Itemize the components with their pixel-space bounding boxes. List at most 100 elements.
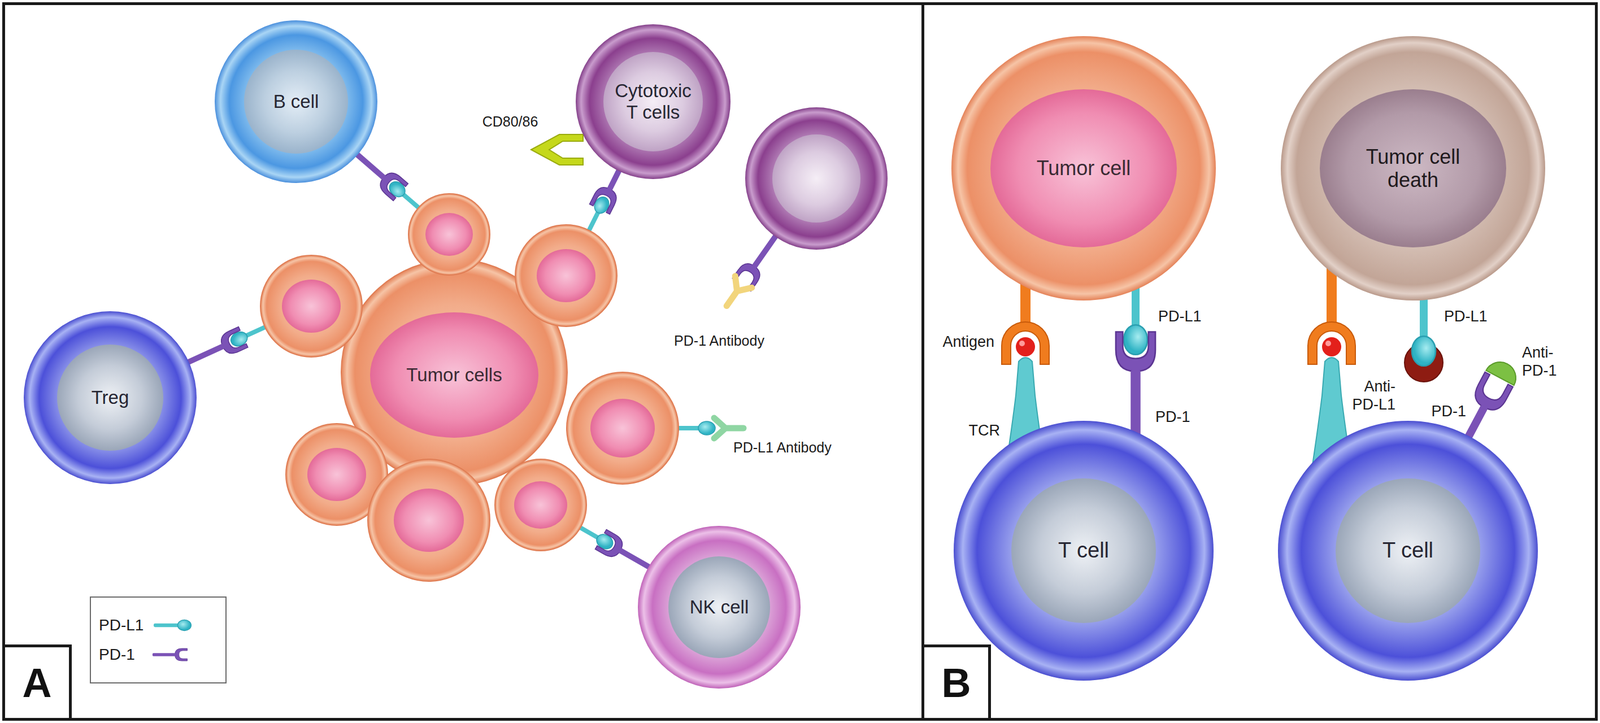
legend-sample: [150, 615, 213, 636]
legend-text: PD-L1: [98, 616, 144, 635]
tumor-bud-nucleus: [536, 249, 596, 303]
legend-text: PD-1: [98, 645, 136, 664]
cell-nucleus: [772, 134, 861, 223]
callout-label: PD-1: [1431, 402, 1467, 421]
cell-nucleus: [1319, 89, 1507, 248]
tumor-bud-nucleus: [590, 398, 655, 458]
tumor-bud-nucleus: [307, 448, 367, 502]
tumor-bud-body: [515, 224, 617, 327]
cell-label: Tumor cell death: [1350, 145, 1476, 193]
tumor-bud-body: [408, 193, 490, 276]
cell-label-group: Tumor cell: [1036, 156, 1132, 180]
cell-label-group: Tumor cell death: [1350, 145, 1476, 193]
pd-l1-antibody: [714, 418, 744, 439]
cell-label-group: T cell: [1382, 538, 1434, 564]
cell-nucleus: [57, 344, 164, 451]
figure-panel: B Tumor cell Tumor cell death T cell T cell: [924, 2, 1598, 721]
cell-nucleus: [244, 49, 349, 154]
panel-letter: B: [941, 662, 972, 704]
tumor-cell: Tumor cells: [369, 311, 539, 439]
tumor-bud: [260, 255, 363, 358]
cell-label-group: B cell: [273, 90, 320, 113]
tumor-bud: [566, 372, 679, 485]
tumor-bud-nucleus: [393, 488, 464, 552]
cell-membrane: [575, 24, 731, 180]
cell-nucleus: [668, 556, 771, 659]
cell-membrane: [214, 20, 378, 184]
callout-label: CD80/86: [482, 112, 539, 130]
cell-label-group: Cytotoxic T cells: [607, 80, 699, 124]
callout-label: Anti- PD-L1: [1343, 377, 1396, 415]
cell-label: Treg: [91, 387, 130, 409]
callout-label: Antigen: [942, 332, 995, 351]
cell-label: B cell: [273, 90, 320, 113]
cell-nucleus: [1011, 478, 1156, 624]
tumor-cluster: [260, 193, 679, 582]
tumor-bud-body: [566, 372, 679, 485]
callout-label: PD-L1 Antibody: [733, 438, 832, 456]
second-cytotoxic-t-cell: [745, 107, 888, 250]
cell-membrane: [637, 525, 801, 689]
cell-membrane: [23, 311, 197, 485]
legend-row: PD-1: [98, 645, 218, 665]
tumor-bud: [515, 224, 617, 327]
cell-nucleus: [603, 51, 703, 152]
cd80-86-symbol: [531, 134, 584, 165]
pd-1: [1115, 332, 1156, 443]
cell-label: NK cell: [689, 596, 750, 619]
tumor-bud: [367, 459, 490, 582]
cell-label: T cell: [1382, 538, 1434, 564]
cell-label-group: T cell: [1058, 538, 1110, 564]
tumor-bud-body: [494, 459, 587, 551]
cell-label-group: Treg: [91, 387, 130, 409]
cell-membrane: [745, 107, 888, 250]
pd-1-antibody: [718, 276, 752, 312]
antigen-peptide: [1322, 337, 1342, 357]
immune-or-tumor-cell: T cell: [1277, 420, 1539, 682]
figure-panel: A B cell Cytotoxic T cellsTreg Tumor cellsN…: [2, 2, 925, 721]
cell-label: Tumor cell: [1036, 156, 1132, 180]
cell-label: Tumor cells: [406, 364, 502, 386]
pd-1: [180, 327, 249, 375]
antigen-highlight: [1019, 340, 1025, 347]
tumor-bud: [408, 193, 490, 276]
panel-letter-box: A: [5, 644, 72, 719]
callout-label: PD-L1: [1158, 307, 1202, 326]
legend-box: PD-L1PD-1: [89, 596, 227, 684]
tumor-bud-nucleus: [425, 212, 473, 256]
cell-nucleus: [370, 312, 539, 438]
immune-or-tumor-cell: Treg: [23, 310, 198, 485]
cell-nucleus: [990, 89, 1177, 248]
antigen-highlight: [1325, 340, 1332, 347]
immune-or-tumor-cell: B cell: [214, 19, 378, 184]
legend-sample-shape: [152, 648, 188, 662]
legend-row: PD-L1: [98, 615, 218, 636]
callout-label: TCR: [968, 421, 1001, 440]
tumor-bud: [494, 459, 587, 551]
immune-or-tumor-cell: Cytotoxic T cells: [575, 23, 732, 180]
cell-nucleus: [1335, 478, 1481, 624]
cell-membrane: [951, 36, 1216, 301]
antigen-peptide: [1015, 337, 1036, 357]
callout-label: PD-1: [1155, 407, 1191, 426]
callout-label: PD-1 Antibody: [674, 332, 765, 350]
legend-sample-shape: [153, 619, 191, 631]
binding-panel-b: [1115, 272, 1156, 443]
panel-letter-box: B: [924, 644, 991, 719]
cell-label: T cell: [1058, 538, 1110, 564]
cell-label-group: Tumor cells: [406, 364, 502, 386]
tumor-bud-body: [367, 459, 490, 582]
antigen-stem: [1326, 265, 1337, 331]
callout-label: Anti- PD-1: [1522, 343, 1562, 381]
callout-label: PD-L1: [1444, 307, 1488, 326]
cell-label-group: NK cell: [689, 596, 750, 619]
tumor-bud-body: [260, 255, 363, 358]
cell-membrane: [1280, 36, 1546, 301]
immune-or-tumor-cell: T cell: [953, 420, 1215, 682]
cell-label: Cytotoxic T cells: [607, 80, 699, 124]
tumor-bud-nucleus: [281, 279, 341, 333]
tumor-bud-nucleus: [514, 481, 568, 529]
legend-sample: [141, 645, 204, 665]
cell-membrane: [1277, 420, 1538, 681]
